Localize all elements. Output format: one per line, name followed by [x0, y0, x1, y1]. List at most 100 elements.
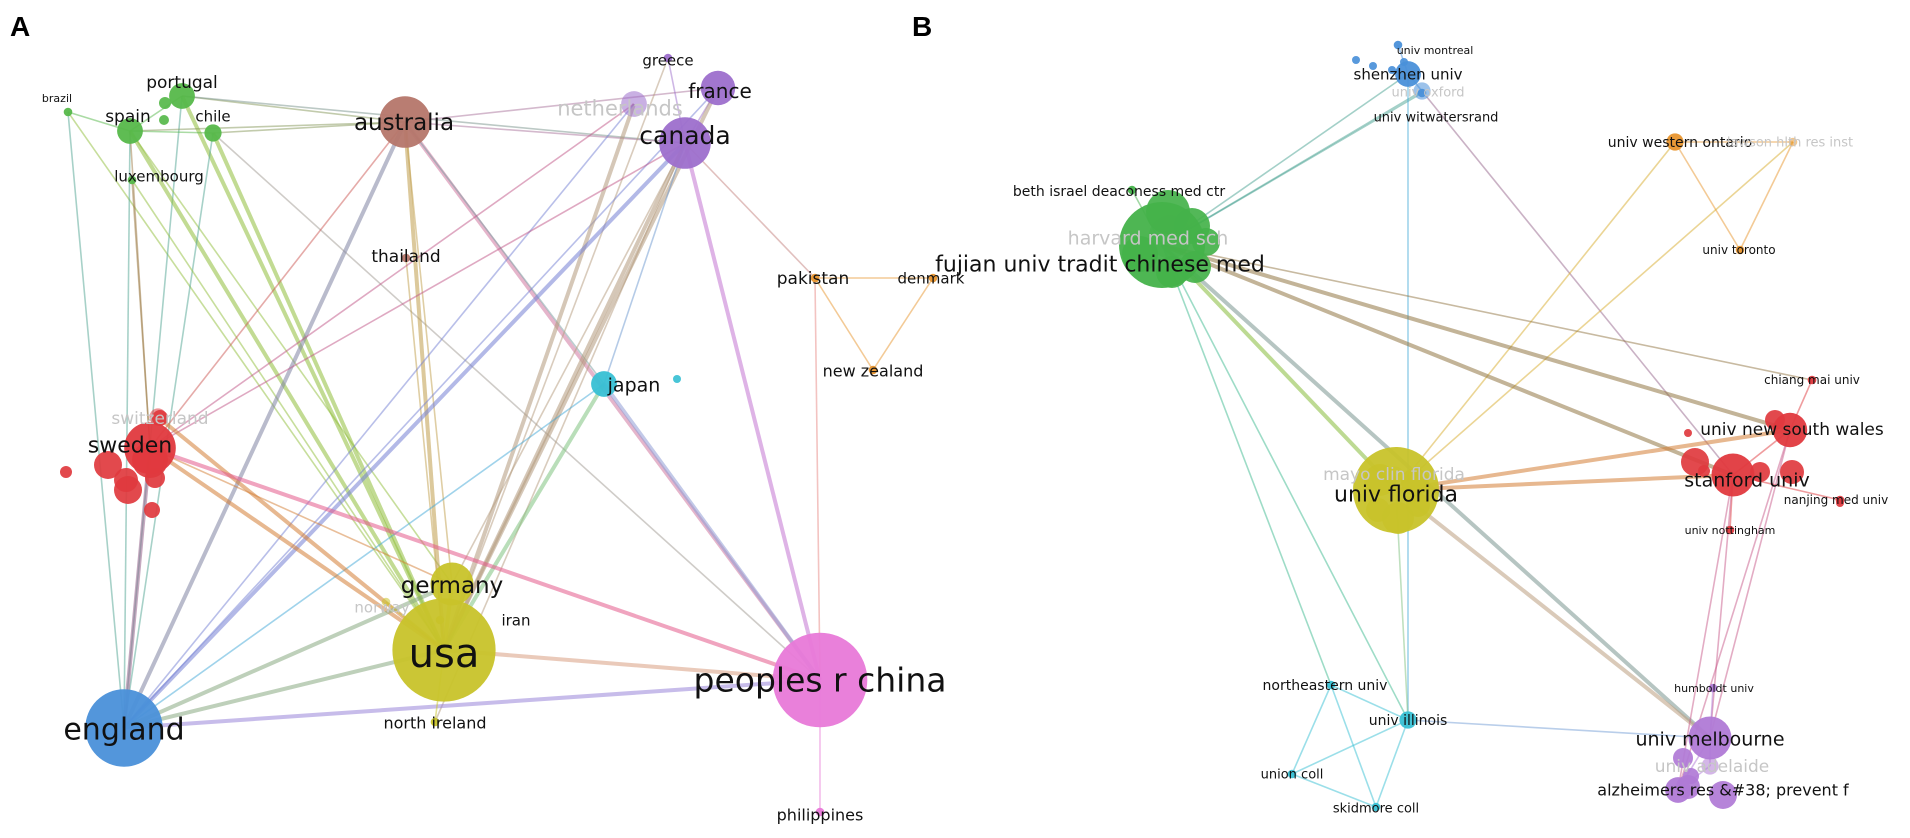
- node-label: union coll: [1261, 768, 1324, 783]
- node-label: usa: [409, 631, 480, 677]
- network-node-minor: [1684, 429, 1692, 437]
- network-link: [149, 121, 406, 449]
- network-node: [1711, 453, 1755, 497]
- network-link: [129, 121, 406, 132]
- network-node-minor: [1683, 768, 1699, 784]
- network-link: [1394, 488, 1712, 740]
- network-node: [1353, 447, 1439, 533]
- network-node-minor: [94, 451, 122, 479]
- network-node-minor: [1369, 62, 1377, 70]
- network-node: [1688, 716, 1732, 760]
- network-link: [123, 678, 821, 730]
- network-node-minor: [144, 502, 160, 518]
- node-label: germany: [401, 573, 504, 599]
- node-label: north ireland: [383, 714, 486, 733]
- node-label: chiang mai univ: [1764, 373, 1860, 387]
- panel-a-nodes: [60, 53, 938, 817]
- network-link: [1161, 243, 1791, 432]
- node-label: peoples r china: [694, 661, 947, 700]
- network-node: [1772, 412, 1808, 448]
- network-link: [1291, 719, 1409, 775]
- network-link: [212, 121, 406, 134]
- network-node: [117, 118, 143, 144]
- node-label: fujian univ tradit chinese med: [935, 253, 1265, 278]
- network-node-minor: [1673, 748, 1693, 768]
- network-node: [401, 253, 411, 263]
- node-label: skidmore coll: [1333, 802, 1419, 817]
- network-link: [212, 132, 821, 681]
- network-link: [1407, 719, 1711, 739]
- network-node: [621, 91, 647, 117]
- network-link: [1161, 244, 1332, 686]
- network-node: [1287, 769, 1297, 779]
- network-link: [1291, 773, 1377, 808]
- node-label: new zealand: [823, 362, 924, 381]
- network-node: [1395, 61, 1421, 87]
- node-label: harvard med sch: [1068, 228, 1229, 250]
- network-link: [1161, 243, 1734, 477]
- node-label: shenzhen univ: [1354, 65, 1463, 83]
- network-link: [149, 447, 453, 585]
- network-node: [85, 689, 163, 767]
- node-label: univ adelaide: [1655, 757, 1770, 777]
- network-node: [659, 117, 711, 169]
- node-label: mayo clin florida: [1323, 465, 1465, 485]
- network-node-minor: [1698, 465, 1710, 477]
- node-label: univ western ontario: [1608, 135, 1752, 151]
- node-label: japan: [607, 375, 661, 397]
- network-link: [1677, 474, 1734, 791]
- network-link: [404, 121, 686, 144]
- network-link: [149, 446, 821, 682]
- node-label: lawson hlth res inst: [1727, 136, 1853, 151]
- network-node: [1326, 680, 1336, 690]
- node-label: univ nottingham: [1685, 524, 1776, 537]
- network-node: [1708, 683, 1718, 693]
- network-node: [1399, 711, 1417, 729]
- network-link: [123, 87, 719, 729]
- network-link: [131, 179, 151, 449]
- network-link: [404, 121, 605, 385]
- node-label: univ illinois: [1369, 713, 1448, 729]
- node-label: england: [63, 713, 184, 748]
- node-label: portugal: [146, 73, 218, 93]
- node-label: alzheimers res &#38; prevent f: [1597, 781, 1849, 800]
- node-label: spain: [105, 107, 151, 127]
- node-label: philippines: [777, 806, 864, 825]
- network-node: [204, 124, 222, 142]
- network-node: [430, 562, 474, 606]
- network-node: [1665, 777, 1691, 803]
- network-node: [379, 96, 431, 148]
- node-label: iran: [501, 611, 530, 629]
- network-link: [602, 382, 822, 682]
- node-label: univ new south wales: [1700, 420, 1884, 440]
- network-link: [1395, 141, 1676, 491]
- node-label: greece: [642, 51, 693, 69]
- network-link: [443, 648, 821, 682]
- network-node: [1788, 137, 1798, 147]
- network-link: [1421, 90, 1734, 476]
- network-link: [1291, 684, 1332, 775]
- network-node: [381, 597, 391, 607]
- network-link: [1709, 474, 1734, 739]
- network-link: [603, 142, 686, 385]
- network-node: [169, 83, 195, 109]
- network-link: [123, 103, 635, 729]
- network-node: [1701, 757, 1719, 775]
- network-node-minor: [673, 375, 681, 383]
- node-label: denmark: [898, 269, 965, 287]
- network-link: [181, 95, 406, 123]
- network-node: [663, 53, 673, 63]
- network-node: [700, 70, 736, 106]
- network-link: [404, 121, 453, 585]
- network-link: [1395, 428, 1791, 492]
- network-link: [123, 383, 605, 729]
- network-link: [149, 103, 635, 449]
- network-node: [1666, 133, 1684, 151]
- network-link: [123, 648, 445, 730]
- network-node: [392, 598, 496, 702]
- network-link: [148, 446, 446, 652]
- node-label: beth israel deaconess med ctr: [1013, 184, 1225, 200]
